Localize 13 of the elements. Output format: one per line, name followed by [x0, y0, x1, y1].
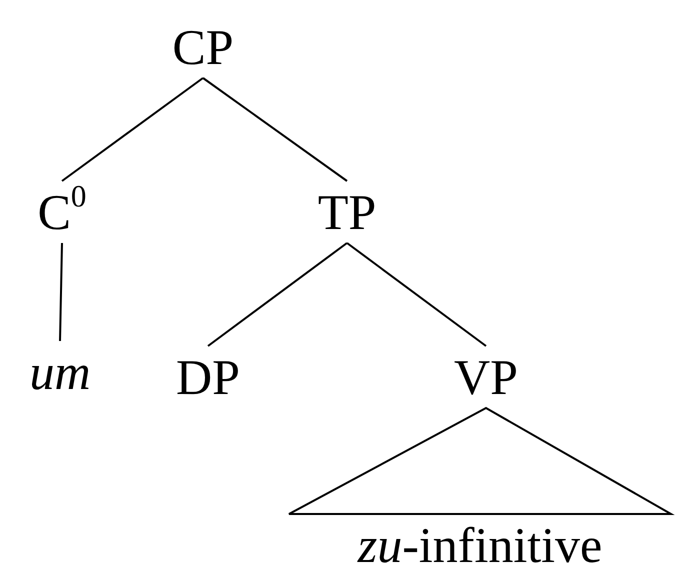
tree-node-label: CP — [168, 16, 238, 78]
tree-node-label: TP — [314, 181, 380, 243]
tree-node-label: C$^{0}$ — [34, 181, 90, 243]
tree-node-label: DP — [172, 346, 244, 408]
tree-node-label: um — [25, 341, 95, 403]
tree-branch — [288, 406, 675, 515]
tree-branch — [346, 242, 487, 347]
tree-branch — [207, 242, 348, 347]
tree-node-label: zu-infinitive — [287, 514, 673, 572]
tree-branch — [61, 77, 204, 182]
tree-branch — [59, 242, 63, 342]
tree-node-label: VP — [450, 346, 522, 408]
tree-branch — [202, 77, 348, 182]
